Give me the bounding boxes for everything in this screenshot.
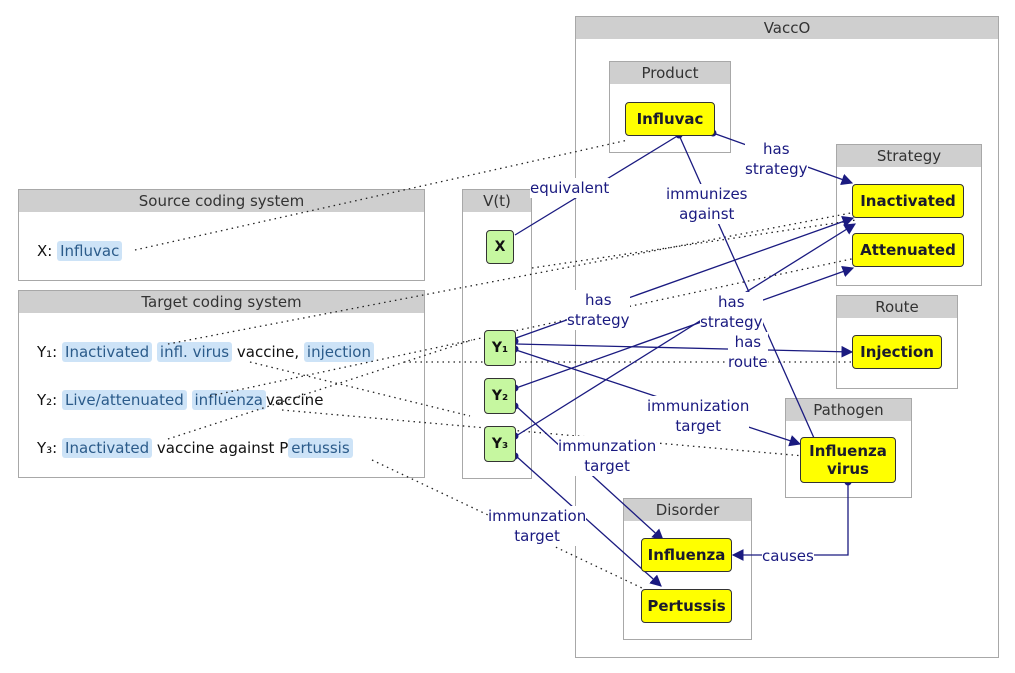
strategy-title: Strategy bbox=[837, 145, 981, 167]
label-immunzation-target-y3: immunzation target bbox=[488, 506, 587, 546]
y2-label: Y₂: bbox=[37, 391, 58, 409]
route-title: Route bbox=[837, 296, 957, 318]
y3-text-vaccine-against: vaccine against P bbox=[156, 439, 289, 457]
dotted-link-y3-inactivated bbox=[167, 339, 473, 440]
y2-text-vaccine: vaccine bbox=[265, 391, 324, 409]
y1-label: Y₁: bbox=[37, 343, 58, 361]
source-line: X: Influvac bbox=[37, 241, 123, 261]
dotted-link-y1-inactivated bbox=[167, 211, 857, 345]
edge-y1-has-route bbox=[515, 343, 854, 358]
target-coding-title: Target coding system bbox=[19, 291, 424, 313]
product-title: Product bbox=[610, 62, 730, 84]
vt-title: V(t) bbox=[463, 190, 531, 212]
dotted-link-y2-attenuated bbox=[209, 257, 857, 397]
vt-node-y1[interactable]: Y₁ bbox=[484, 330, 516, 366]
y1-text-vaccine: vaccine, bbox=[236, 343, 300, 361]
y2-term-live-attenuated: Live/attenuated bbox=[62, 390, 187, 410]
target-line-y1: Y₁: Inactivated infl. virus vaccine, inj… bbox=[37, 342, 374, 362]
label-has-route: has route bbox=[728, 332, 768, 372]
vt-node-x[interactable]: X bbox=[486, 230, 514, 264]
edge-y3-has-strategy bbox=[515, 223, 856, 437]
label-immunzation-target-y2: immunzation target bbox=[558, 436, 657, 476]
source-term-influvac: Influvac bbox=[57, 241, 123, 261]
y1-term-infl-virus: infl. virus bbox=[156, 342, 233, 362]
node-influenza[interactable]: Influenza bbox=[641, 538, 732, 572]
label-has-strategy-product: has strategy bbox=[745, 139, 808, 179]
node-attenuated[interactable]: Attenuated bbox=[852, 233, 964, 267]
dotted-link-x-strategy bbox=[531, 219, 857, 269]
vt-node-y2[interactable]: Y₂ bbox=[484, 378, 516, 414]
node-inactivated[interactable]: Inactivated bbox=[852, 184, 964, 218]
label-immunizes-against: immunizes against bbox=[666, 184, 748, 224]
label-immunization-target-y1: immunization target bbox=[647, 396, 750, 436]
y1-term-inactivated: Inactivated bbox=[62, 342, 153, 362]
node-influvac[interactable]: Influvac bbox=[625, 102, 715, 136]
label-has-strategy-y1: has strategy bbox=[567, 290, 630, 330]
pathogen-title: Pathogen bbox=[786, 399, 911, 421]
y3-term-inactivated: Inactivated bbox=[62, 438, 153, 458]
edge-y3-immunzation-target bbox=[515, 455, 662, 587]
y3-term-pertussis: ertussis bbox=[288, 438, 353, 458]
source-label: X: bbox=[37, 242, 53, 260]
source-coding-title: Source coding system bbox=[19, 190, 424, 212]
source-coding-panel: Source coding system bbox=[18, 189, 425, 281]
edge-influenza-virus-causes bbox=[731, 482, 849, 561]
node-injection[interactable]: Injection bbox=[852, 335, 942, 369]
y3-label: Y₃: bbox=[37, 439, 58, 457]
node-influenza-virus[interactable]: Influenza virus bbox=[800, 437, 896, 483]
y1-term-injection: injection bbox=[303, 342, 374, 362]
node-pertussis[interactable]: Pertussis bbox=[641, 589, 732, 623]
vt-node-y3[interactable]: Y₃ bbox=[484, 426, 516, 462]
y2-term-influenza: influenza bbox=[191, 390, 266, 410]
label-has-strategy-y2: has strategy bbox=[700, 292, 763, 332]
edge-y2-has-strategy bbox=[515, 266, 855, 389]
label-causes: causes bbox=[762, 546, 814, 566]
label-equivalent: equivalent bbox=[530, 178, 610, 198]
vacco-title: VaccO bbox=[576, 17, 998, 39]
disorder-title: Disorder bbox=[624, 499, 751, 521]
dotted-link-y1-infl-virus bbox=[249, 361, 471, 417]
